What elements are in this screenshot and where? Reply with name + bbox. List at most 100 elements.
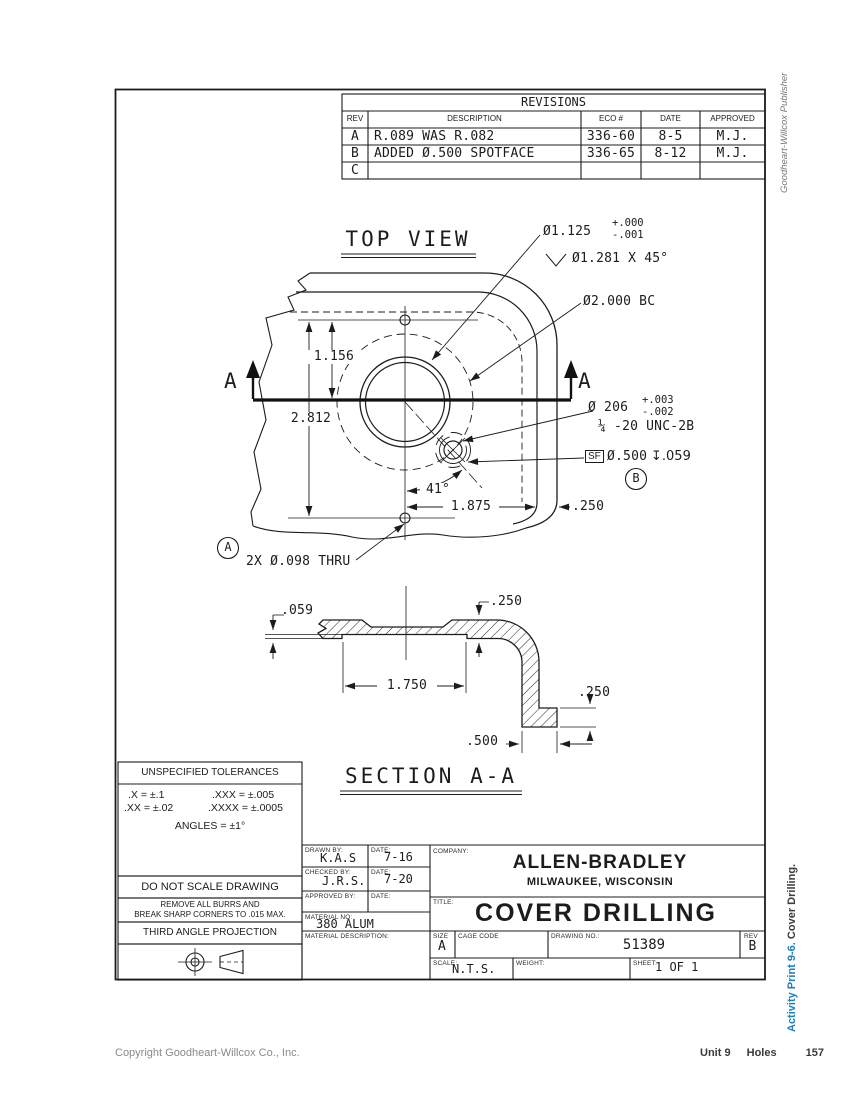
balloon-b-circle bbox=[624, 467, 648, 491]
revisions-col-description: DESCRIPTION bbox=[447, 114, 502, 123]
third-angle-projection-icon bbox=[178, 948, 244, 976]
scale-label: SCALE: bbox=[433, 960, 458, 967]
drawing-no-value: 51389 bbox=[622, 937, 666, 953]
size-label: SIZE bbox=[433, 933, 449, 940]
revisions-col-eco: ECO # bbox=[598, 114, 623, 123]
footer-page-number: 157 bbox=[805, 1047, 825, 1059]
note-no-scale: DO NOT SCALE DRAWING bbox=[141, 881, 279, 893]
section-view-geometry bbox=[265, 586, 596, 796]
revision-row-date: 8-5 bbox=[658, 129, 683, 144]
rev-value: B bbox=[748, 939, 757, 954]
activity-print-label: Activity Print 9-6. bbox=[786, 942, 798, 1032]
note-burrs-2: BREAK SHARP CORNERS TO .015 MAX. bbox=[134, 910, 286, 919]
note-tap-tol-plus: +.003 bbox=[642, 394, 674, 406]
dim-250-right: .250 bbox=[578, 685, 611, 700]
title-label: TITLE: bbox=[433, 899, 454, 906]
note-projection: THIRD ANGLE PROJECTION bbox=[143, 927, 277, 938]
revision-row-approved: M.J. bbox=[716, 146, 749, 161]
dim-059: .059 bbox=[281, 603, 314, 618]
dim-angle: 41° bbox=[420, 482, 456, 498]
footer-unit: Unit 9 bbox=[700, 1047, 731, 1059]
revision-row-date: 8-12 bbox=[654, 146, 687, 161]
dim-500: .500 bbox=[466, 734, 499, 749]
sheet-border bbox=[114, 88, 766, 981]
section-letter-left: A bbox=[224, 369, 240, 393]
company-label: COMPANY: bbox=[433, 848, 469, 855]
revision-row-description: ADDED Ø.500 SPOTFACE bbox=[374, 146, 535, 161]
material-desc-label: MATERIAL DESCRIPTION: bbox=[305, 933, 390, 940]
drawing-title: COVER DRILLING bbox=[475, 899, 717, 927]
dim-2812: 2.812 bbox=[285, 411, 337, 427]
dim-1875: 1.875 bbox=[443, 499, 499, 515]
note-tap-tol-minus: -.002 bbox=[642, 406, 674, 418]
company-name: ALLEN-BRADLEY bbox=[512, 852, 688, 873]
date-label: DATE: bbox=[371, 893, 391, 900]
rev-label: REV bbox=[744, 933, 758, 940]
tol-xxxx: .XXXX = ±.0005 bbox=[208, 802, 283, 814]
dim-250-topview: .250 bbox=[572, 499, 605, 514]
publisher-margin-text: Goodheart-Willcox Publisher bbox=[779, 72, 790, 193]
dim-1750: 1.750 bbox=[377, 678, 437, 694]
cage-code-label: CAGE CODE bbox=[458, 933, 499, 940]
revisions-col-approved: APPROVED bbox=[710, 114, 755, 123]
tol-angles: ANGLES = ±1° bbox=[174, 820, 246, 832]
copyright-text: Copyright Goodheart-Willcox Co., Inc. bbox=[115, 1047, 300, 1059]
checked-by-label: CHECKED BY: bbox=[305, 869, 351, 876]
section-view-title: SECTION A-A bbox=[344, 764, 518, 788]
section-letter-right: A bbox=[578, 369, 594, 393]
revisions-title: REVISIONS bbox=[520, 95, 587, 109]
footer-topic: Holes bbox=[746, 1047, 777, 1059]
revision-row-rev: A bbox=[350, 129, 360, 144]
balloon-b-label: B bbox=[632, 471, 640, 485]
sheet-value: 1 OF 1 bbox=[655, 960, 699, 974]
spotface-flag: SF bbox=[585, 450, 604, 463]
revision-row-rev: C bbox=[350, 163, 360, 178]
scale-value: N.T.S. bbox=[452, 962, 496, 976]
note-spotface-depth: ↧.059 bbox=[651, 449, 691, 464]
balloon-a-label: A bbox=[224, 540, 232, 554]
note-bore-tol-plus: +.000 bbox=[612, 217, 644, 229]
drawing-no-label: DRAWING NO.: bbox=[551, 933, 600, 940]
activity-margin-text: Activity Print 9-6. Cover Drilling. bbox=[786, 864, 798, 1032]
note-chamfer: Ø1.281 X 45° bbox=[572, 251, 669, 266]
date-label: DATE: bbox=[371, 869, 391, 876]
top-view-geometry bbox=[216, 234, 648, 561]
sheet-label: SHEET: bbox=[633, 960, 657, 967]
weight-label: WEIGHT: bbox=[516, 960, 545, 967]
revision-row-description: R.089 WAS R.082 bbox=[374, 129, 495, 144]
material-no-value: 380 ALUM bbox=[316, 917, 374, 931]
checked-date-value: 7-20 bbox=[384, 872, 413, 886]
approved-by-label: APPROVED BY: bbox=[305, 893, 356, 900]
tol-x: .X = ±.1 bbox=[128, 789, 165, 801]
drawn-by-label: DRAWN BY: bbox=[305, 847, 344, 854]
dim-1156: 1.156 bbox=[308, 349, 360, 365]
note-burrs-1: REMOVE ALL BURRS AND bbox=[160, 900, 260, 909]
material-no-label: MATERIAL NO: bbox=[305, 914, 353, 921]
size-value: A bbox=[438, 939, 447, 954]
note-bolt-circle: Ø2.000 BC bbox=[583, 294, 656, 309]
tol-xxx: .XXX = ±.005 bbox=[212, 789, 275, 801]
revision-row-approved: M.J. bbox=[716, 129, 749, 144]
drawn-by-value: K.A.S bbox=[320, 851, 357, 865]
checked-by-value: J.R.S. bbox=[322, 874, 366, 888]
note-thread: ¼ -20 UNC-2B bbox=[598, 419, 695, 434]
note-spotface-dia: Ø.500 bbox=[607, 449, 648, 464]
revisions-col-rev: REV bbox=[346, 114, 364, 123]
revision-row-eco: 336-65 bbox=[586, 146, 636, 161]
title-block-grid bbox=[301, 844, 765, 980]
dim-250-top: .250 bbox=[490, 594, 523, 609]
note-bore-tol-minus: -.001 bbox=[612, 229, 644, 241]
tol-xx: .XX = ±.02 bbox=[124, 802, 174, 814]
note-small-holes: 2X Ø.098 THRU bbox=[246, 554, 351, 569]
company-location: MILWAUKEE, WISCONSIN bbox=[526, 876, 674, 888]
activity-title-label: Cover Drilling. bbox=[786, 863, 798, 940]
note-tap-dia: Ø 206 bbox=[588, 400, 629, 415]
top-view-title: TOP VIEW bbox=[345, 227, 471, 251]
revision-row-rev: B bbox=[350, 146, 360, 161]
revisions-col-date: DATE bbox=[660, 114, 681, 123]
balloon-a-circle bbox=[216, 536, 240, 560]
page-footer-right: Unit 9 Holes 157 bbox=[700, 1047, 824, 1059]
drawn-date-value: 7-16 bbox=[384, 850, 413, 864]
